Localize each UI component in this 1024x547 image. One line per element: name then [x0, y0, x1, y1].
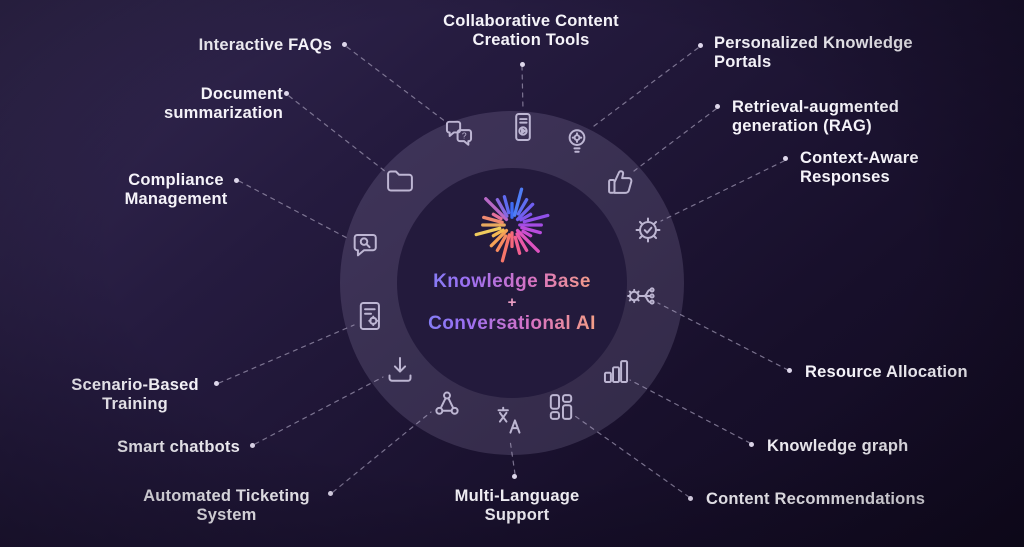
- layout-blocks-icon: [544, 390, 578, 424]
- burst-ray: [512, 187, 524, 217]
- connector-dot: [688, 496, 693, 501]
- label-context-aware-responses: Context-Aware Responses: [800, 149, 919, 187]
- connector-dot: [698, 43, 703, 48]
- connector-dot: [787, 368, 792, 373]
- connector-line: [629, 379, 751, 444]
- burst-ray: [482, 215, 504, 225]
- bar-chart-icon: [599, 354, 633, 388]
- burst-ray: [520, 225, 542, 235]
- connector-line: [254, 376, 384, 445]
- label-collaborative-content-creation-tools: Collaborative Content Creation Tools: [443, 12, 619, 50]
- burst-ray: [489, 228, 509, 248]
- burst-ray: [491, 212, 503, 221]
- label-scenario-based-training: Scenario-Based Training: [71, 376, 199, 414]
- connector-dot: [749, 442, 754, 447]
- label-compliance-management: Compliance Management: [124, 171, 228, 209]
- connector-line: [218, 324, 355, 384]
- burst-ray: [519, 212, 533, 222]
- burst-ray: [491, 228, 505, 238]
- connector-dot: [715, 104, 720, 109]
- burst-ray: [474, 226, 502, 237]
- thumbs-up-icon: [604, 165, 638, 199]
- connector-dot: [342, 42, 347, 47]
- connector-line: [521, 65, 524, 111]
- burst-ray: [484, 197, 509, 222]
- burst-ray: [516, 197, 529, 216]
- document-media-icon: [506, 110, 540, 144]
- folder-icon: [383, 164, 417, 198]
- connector-line: [660, 160, 785, 222]
- label-multi-language-support: Multi-Language Support: [454, 487, 580, 525]
- burst-ray: [513, 235, 522, 255]
- svg-text:?: ?: [462, 131, 467, 141]
- burst-ray: [522, 213, 550, 224]
- burst-ray: [515, 202, 535, 222]
- chat-question-icon: ?: [442, 117, 476, 151]
- connector-line: [346, 46, 447, 123]
- center-title-line1: Knowledge Base: [382, 270, 642, 294]
- center-plus: +: [507, 293, 517, 311]
- connector-dot: [284, 91, 289, 96]
- connector-dot: [520, 62, 525, 67]
- burst-ray: [495, 234, 508, 253]
- center-hub: Knowledge Base + Conversational AI: [382, 186, 642, 336]
- document-gear-icon: [354, 299, 388, 333]
- connector-dot: [214, 381, 219, 386]
- label-document-summarization: Document summarization: [163, 85, 283, 123]
- connector-dot: [783, 156, 788, 161]
- connector-line: [238, 180, 350, 240]
- gear-check-icon: [631, 213, 665, 247]
- label-retrieval-augmented-generation: Retrieval-augmented generation (RAG): [732, 98, 900, 136]
- gear-branch-icon: [624, 279, 658, 313]
- label-automated-ticketing-system: Automated Ticketing System: [143, 487, 310, 525]
- connector-line: [589, 47, 699, 130]
- label-personalized-knowledge-portals: Personalized Knowledge Portals: [714, 34, 913, 72]
- burst-ray: [502, 195, 511, 215]
- center-title-line2: Conversational AI: [382, 312, 642, 336]
- translate-icon: [492, 404, 526, 438]
- download-icon: [383, 352, 417, 386]
- label-resource-allocation: Resource Allocation: [805, 363, 968, 381]
- burst-ray: [515, 228, 540, 253]
- burst-ray: [495, 197, 509, 218]
- label-interactive-faqs: Interactive FAQs: [198, 36, 332, 54]
- burst-ray: [521, 229, 533, 238]
- connector-line: [288, 95, 387, 173]
- ai-burst-logo: [474, 187, 550, 263]
- connector-dot: [328, 491, 333, 496]
- burst-ray: [515, 232, 529, 253]
- chat-search-icon: [349, 229, 383, 263]
- connector-dot: [250, 443, 255, 448]
- lightbulb-gear-icon: [560, 124, 594, 158]
- label-knowledge-graph: Knowledge graph: [767, 437, 909, 455]
- network-nodes-icon: [430, 387, 464, 421]
- connector-dot: [234, 178, 239, 183]
- connector-dot: [512, 474, 517, 479]
- label-smart-chatbots: Smart chatbots: [117, 438, 240, 456]
- label-content-recommendations: Content Recommendations: [706, 490, 926, 508]
- burst-ray: [500, 233, 512, 263]
- connector-line: [633, 108, 717, 172]
